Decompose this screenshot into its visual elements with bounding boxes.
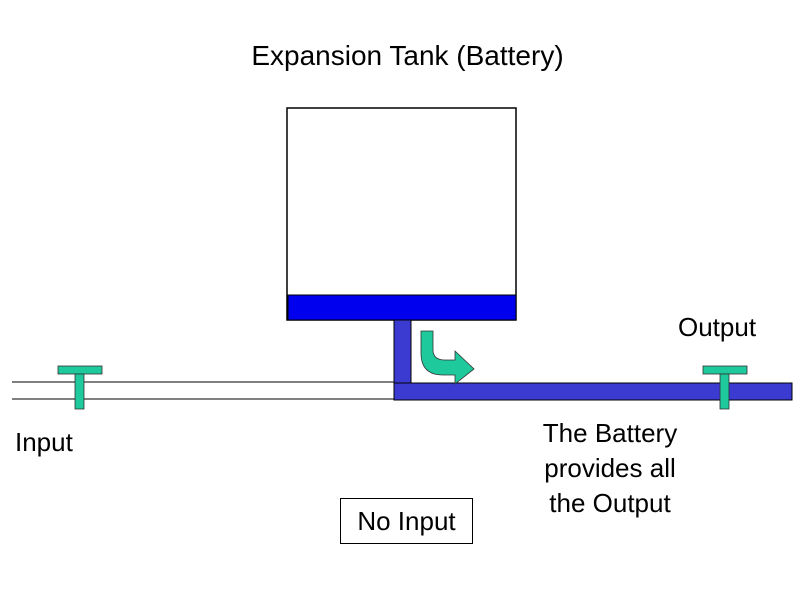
no-input-box: No Input: [340, 498, 473, 544]
battery-note-line: provides all: [544, 453, 676, 483]
output-valve: [702, 365, 748, 410]
tank-water-level: [287, 294, 517, 321]
battery-note: The Battery provides all the Output: [520, 416, 700, 521]
battery-note-line: the Output: [549, 488, 671, 518]
flow-arrow-icon: [420, 330, 475, 385]
expansion-tank: [286, 107, 517, 321]
battery-note-line: The Battery: [542, 418, 678, 448]
output-label: Output: [678, 312, 757, 342]
input-valve: [57, 365, 103, 410]
output-pipe: [393, 382, 793, 401]
input-label: Input: [15, 427, 73, 457]
diagram-title: Expansion Tank (Battery): [251, 40, 564, 71]
